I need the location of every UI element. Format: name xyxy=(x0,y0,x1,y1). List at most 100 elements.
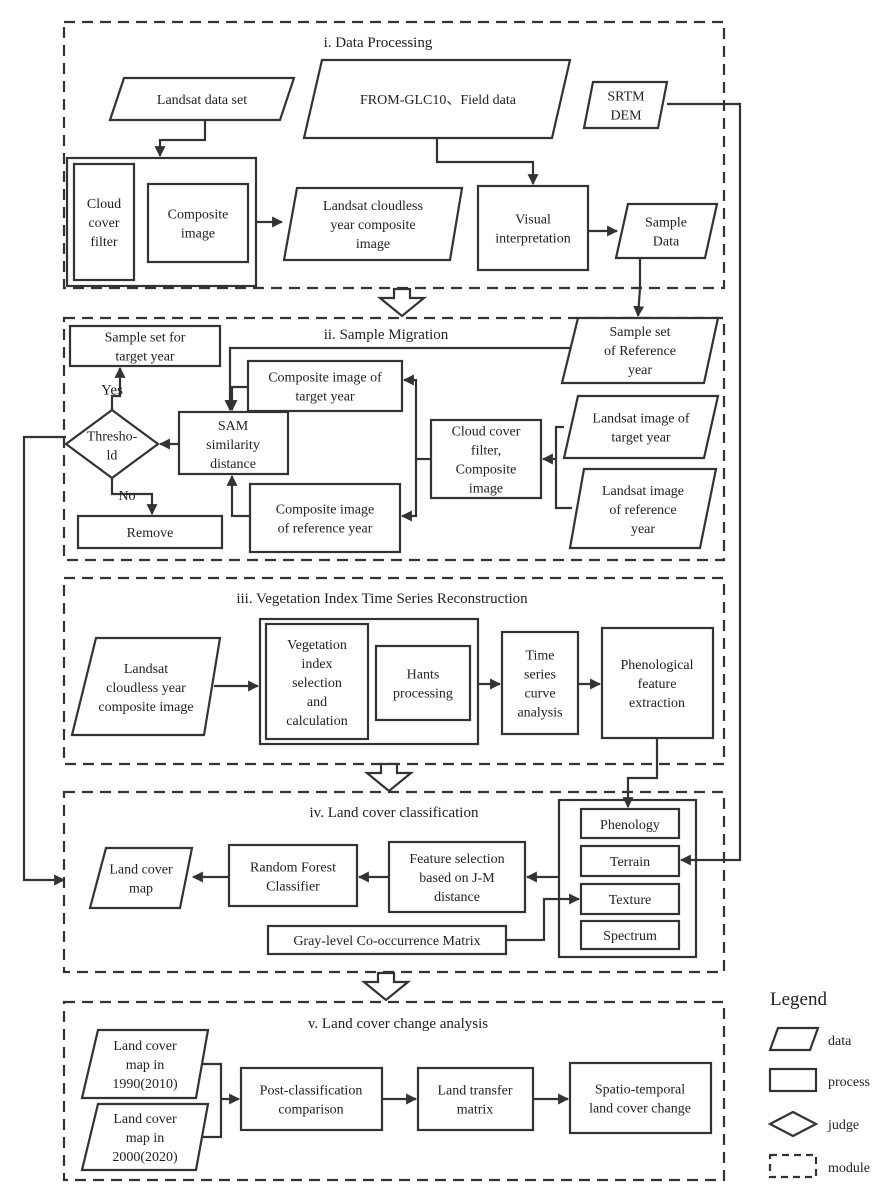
label-line: cloudless year xyxy=(106,681,186,696)
edge-from-glc10-to-visual xyxy=(435,139,539,186)
node-visual-interpretation xyxy=(476,184,590,272)
legend-process-icon xyxy=(768,1067,818,1093)
label-line: calculation xyxy=(286,714,347,729)
edge-threshold-yes xyxy=(110,366,126,410)
edge-filter-to-composite-ref xyxy=(400,459,418,522)
label-threshold: Thresho-ld xyxy=(87,429,138,463)
label-line: map xyxy=(129,881,153,896)
label-line: Post-classification xyxy=(260,1083,363,1098)
node-sample-set-target xyxy=(68,324,222,368)
edge-filter-split xyxy=(402,374,431,461)
block-arrow-3 xyxy=(360,971,412,1002)
label-line: of reference xyxy=(609,503,676,518)
block-arrow-2 xyxy=(363,762,415,793)
node-landsat-reference xyxy=(568,467,718,550)
node-texture xyxy=(579,882,681,916)
label-line: FROM-GLC10、Field data xyxy=(360,93,517,108)
edge-composite-ref-to-sam xyxy=(226,474,250,518)
node-landsat-cloudless-2 xyxy=(70,636,222,737)
label-line: map in xyxy=(126,1058,165,1073)
node-srtm-dem xyxy=(582,80,669,130)
label-line: comparison xyxy=(278,1102,343,1117)
label-line: Random Forest xyxy=(250,860,336,875)
edge-module2-to-classification xyxy=(22,435,66,886)
label-line: interpretation xyxy=(495,231,570,246)
edge-glcm-to-texture xyxy=(506,893,581,942)
node-spectrum xyxy=(579,919,681,951)
label-line: Landsat xyxy=(124,662,168,677)
edge-target-to-filter xyxy=(554,425,564,459)
label-line: matrix xyxy=(457,1102,494,1117)
label-line: Thresho- xyxy=(87,429,138,444)
legend-process-label: process xyxy=(828,1075,870,1090)
label-line: image xyxy=(469,481,503,496)
edge-composite-target-to-sam xyxy=(226,385,248,412)
label-line: cover xyxy=(88,216,119,231)
label-line: Landsat data set xyxy=(157,93,247,108)
node-landsat-data-set xyxy=(108,76,296,122)
node-composite-target xyxy=(246,359,404,413)
edge-threshold-no xyxy=(110,478,158,516)
edge-srtm-to-terrain xyxy=(667,102,742,866)
label-line: Spectrum xyxy=(603,929,657,944)
label-line: Land cover xyxy=(113,1039,177,1054)
label-line: land cover change xyxy=(589,1101,691,1116)
edge-maps-to-post xyxy=(202,1062,241,1105)
label-line: Composite image xyxy=(276,502,374,517)
node-vi-selection xyxy=(264,622,370,741)
label-map-1990: Land cover map in 1990(2010) xyxy=(112,1039,178,1092)
label-terrain: Terrain xyxy=(610,855,650,870)
label-line: filter xyxy=(90,235,118,250)
label-line: SAM xyxy=(218,419,249,434)
label-from-glc10: FROM-GLC10、Field data xyxy=(360,93,517,108)
label-line: Sample set xyxy=(609,325,670,340)
label-line: Landsat image of xyxy=(592,411,690,426)
node-land-cover-map xyxy=(88,846,194,910)
module-sample-migration xyxy=(62,316,726,562)
node-sam-distance xyxy=(177,410,290,476)
label-no-label: No xyxy=(118,489,135,504)
label-line: Data xyxy=(653,234,680,249)
label-line: filter, xyxy=(471,443,501,458)
label-line: Hants xyxy=(407,667,440,682)
label-line: image xyxy=(356,237,390,252)
node-terrain xyxy=(579,844,681,878)
label-line: Remove xyxy=(127,526,174,541)
module-title-sample-migration: ii. Sample Migration xyxy=(324,327,449,343)
label-line: Land cover xyxy=(113,1112,177,1127)
node-composite-reference xyxy=(248,482,402,554)
label-line: composite image xyxy=(98,700,193,715)
label-line: year xyxy=(631,522,655,537)
label-line: series xyxy=(524,667,556,682)
label-line: of Reference xyxy=(604,344,676,359)
node-glcm xyxy=(266,924,508,956)
label-glcm: Gray-level Co-occurrence Matrix xyxy=(293,934,480,949)
label-line: 1990(2010) xyxy=(112,1077,178,1092)
label-line: Phenology xyxy=(600,818,660,833)
label-line: feature xyxy=(638,677,677,692)
node-post-classification xyxy=(239,1066,384,1132)
node-feature-selection xyxy=(387,840,527,914)
label-line: Texture xyxy=(609,893,652,908)
label-line: year composite xyxy=(330,218,415,233)
node-from-glc10 xyxy=(302,58,572,140)
legend-data-icon xyxy=(768,1026,820,1052)
edge-phenological-to-phenology xyxy=(622,738,659,809)
label-line: analysis xyxy=(517,705,562,720)
label-line: DEM xyxy=(610,108,642,123)
node-spatio-temporal xyxy=(568,1061,713,1135)
node-cloud-cover-filter xyxy=(72,162,136,282)
legend-judge-label: judge xyxy=(827,1118,859,1133)
label-line: Composite xyxy=(456,462,517,477)
label-line: extraction xyxy=(629,696,685,711)
label-line: map in xyxy=(126,1131,165,1146)
